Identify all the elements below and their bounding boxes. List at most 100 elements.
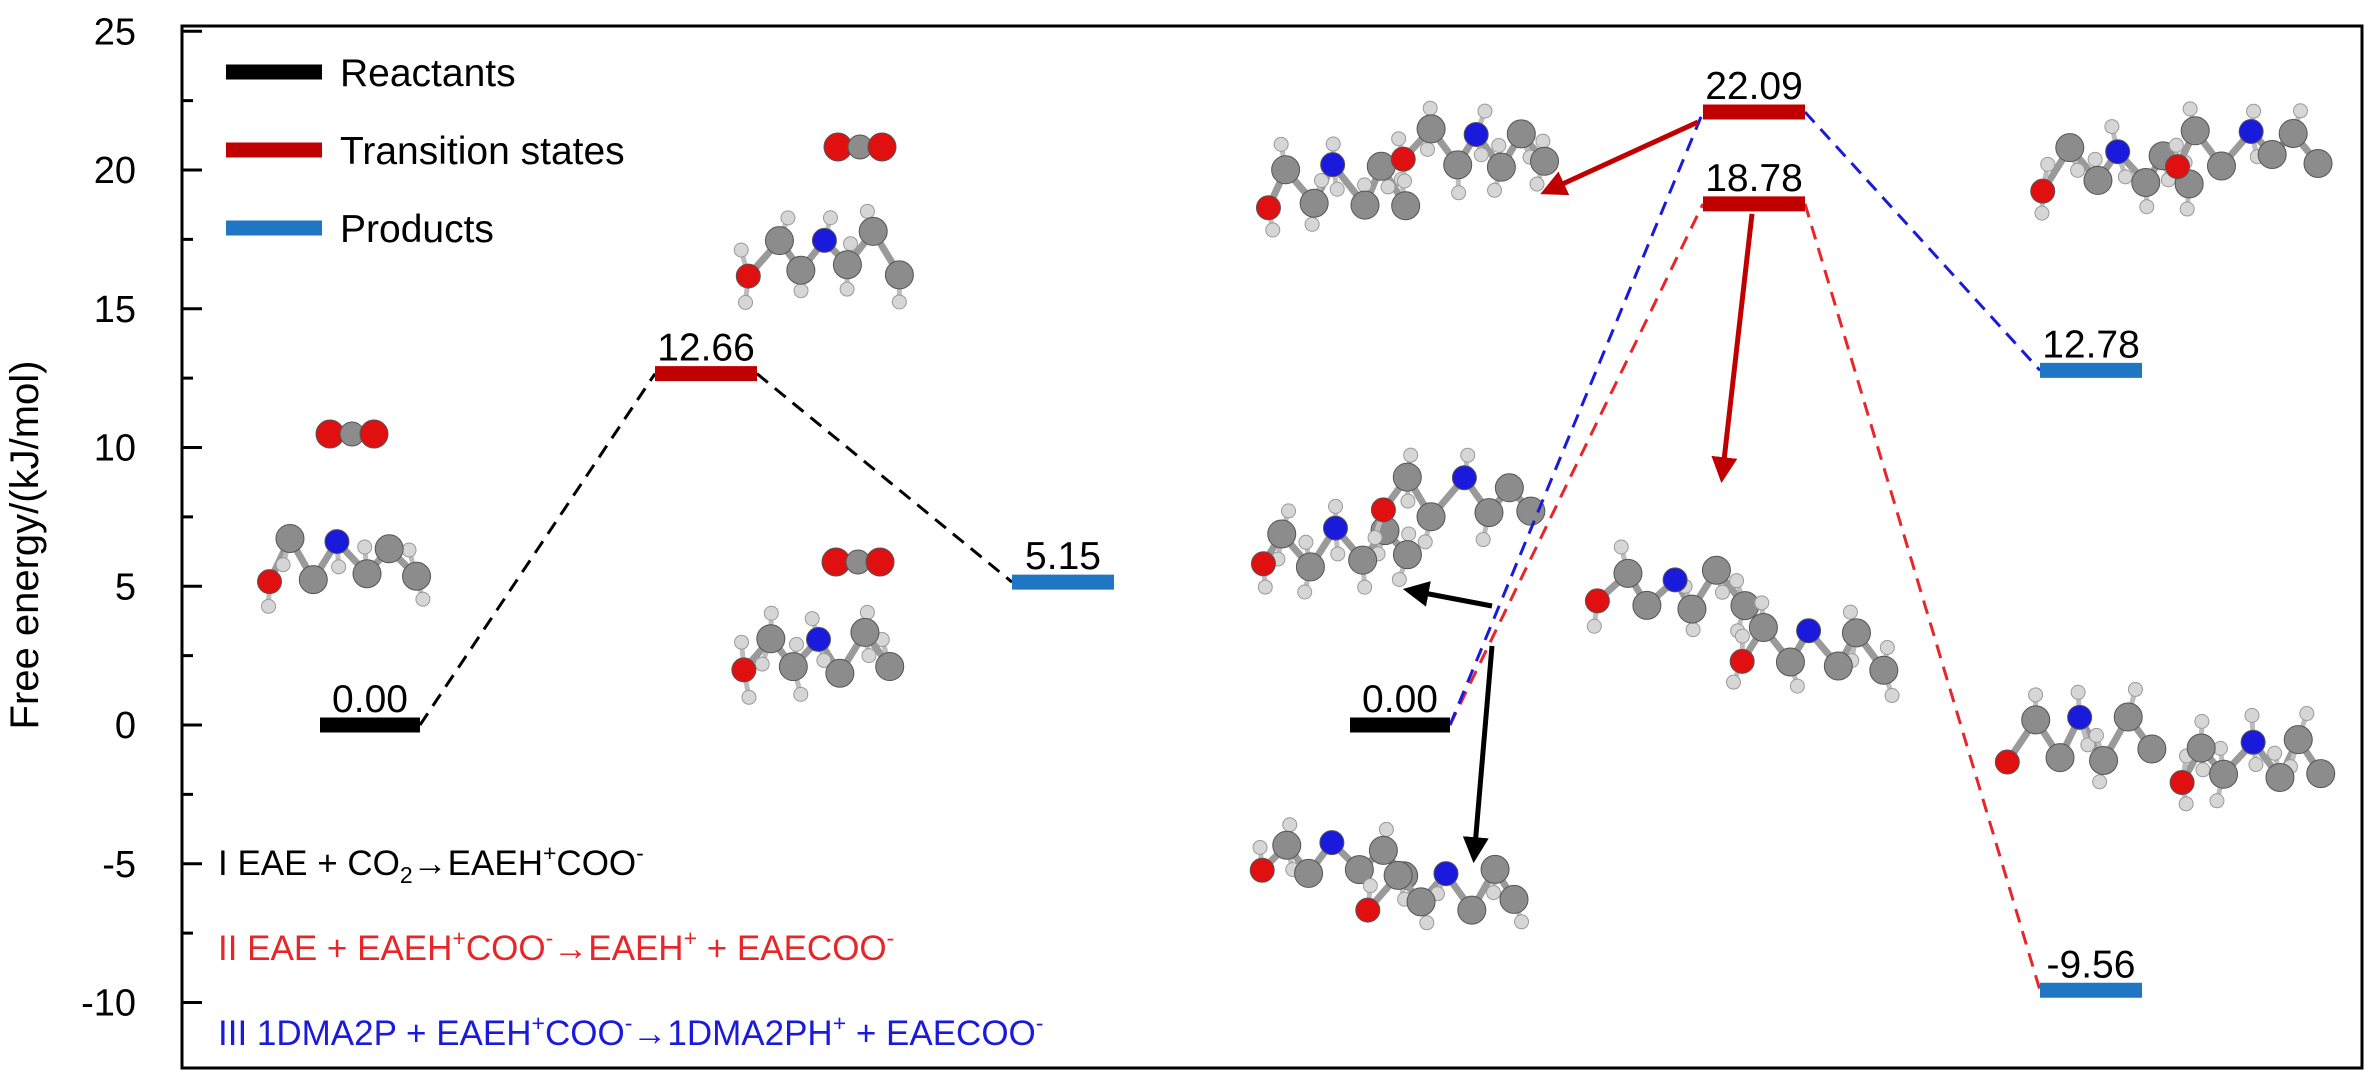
equation-text: →EAEH	[413, 844, 543, 883]
hydrogen-atom	[358, 540, 372, 554]
hydrogen-atom	[1421, 142, 1435, 156]
reaction-equation-III: III 1DMA2P + EAEH+​COO-​→1DMA2PH+​ + EAE…	[218, 1010, 1043, 1053]
product2-molecule-right	[2170, 707, 2335, 811]
hydrogen-atom	[1404, 448, 1418, 462]
atom	[787, 256, 815, 284]
equation-text: COO	[545, 1014, 625, 1053]
hydrogen-atom	[789, 637, 803, 651]
atom	[2307, 760, 2335, 788]
atom	[1384, 861, 1412, 889]
hydrogen-atom	[734, 243, 748, 257]
equation-text: I EAE + CO	[218, 844, 400, 883]
hydrogen-atom	[1358, 580, 1372, 594]
atom	[2258, 140, 2286, 168]
hydrogen-atom	[1885, 689, 1899, 703]
atom	[757, 625, 785, 653]
hydrogen-atom	[2140, 200, 2154, 214]
atom	[2068, 705, 2092, 729]
hydrogen-atom	[1726, 675, 1740, 689]
atom	[1268, 520, 1296, 548]
hydrogen-atom	[860, 605, 874, 619]
y-tick-label: 20	[94, 150, 136, 192]
hydrogen-atom	[1488, 183, 1502, 197]
hydrogen-atom	[892, 295, 906, 309]
hydrogen-atom	[794, 687, 808, 701]
hydrogen-atom	[2089, 728, 2103, 742]
hydrogen-atom	[2196, 763, 2210, 777]
atom	[2031, 179, 2055, 203]
eae-molecule	[257, 524, 430, 613]
atom	[1371, 498, 1395, 522]
hydrogen-atom	[794, 284, 808, 298]
atom	[2106, 140, 2130, 164]
hydrogen-atom	[2088, 152, 2102, 166]
hydrogen-atom	[1587, 619, 1601, 633]
atom	[1702, 556, 1730, 584]
atom	[1251, 552, 1275, 576]
y-tick-label: 10	[94, 428, 136, 470]
hydrogen-atom	[1368, 531, 1382, 545]
atom	[1417, 503, 1445, 531]
atom	[736, 264, 760, 288]
hydrogen-atom	[1282, 504, 1296, 518]
atom	[375, 535, 403, 563]
atom	[1351, 191, 1379, 219]
atom	[2181, 117, 2209, 145]
y-tick-label: 0	[115, 705, 136, 747]
atom	[1296, 553, 1324, 581]
atom	[1731, 592, 1759, 620]
y-axis-label: Free energy/(kJ/mol)	[3, 361, 47, 730]
hydrogen-atom	[1398, 174, 1412, 188]
atom	[1517, 497, 1545, 525]
superscript: -	[546, 925, 554, 951]
atom	[1392, 192, 1420, 220]
hydrogen-atom	[2169, 138, 2183, 152]
hydrogen-atom	[402, 543, 416, 557]
atom	[2266, 763, 2294, 791]
path-line-III	[1805, 112, 2040, 370]
atom	[1464, 123, 1488, 147]
superscript: +	[452, 925, 465, 951]
level-value-label: 22.09	[1705, 65, 1803, 108]
atom	[2138, 735, 2166, 763]
atom	[2056, 134, 2084, 162]
superscript: +	[684, 925, 697, 951]
hydrogen-atom	[1614, 540, 1628, 554]
hydrogen-atom	[1379, 822, 1393, 836]
equation-text: + EAECOO	[846, 1014, 1036, 1053]
reactant2-structure-arrow	[1408, 590, 1492, 606]
hydrogen-atom	[2180, 202, 2194, 216]
hydrogen-atom	[1515, 915, 1529, 929]
level-value-label: 12.66	[657, 327, 755, 370]
atom	[1356, 898, 1380, 922]
atom	[2166, 155, 2190, 179]
atom	[353, 560, 381, 588]
legend-entry-label: Reactants	[340, 52, 516, 95]
atom	[1475, 499, 1503, 527]
hydrogen-atom	[1299, 535, 1313, 549]
hydrogen-atom	[1755, 596, 1769, 610]
co2-molecule	[822, 548, 894, 576]
atom	[299, 566, 327, 594]
hydrogen-atom	[1530, 177, 1544, 191]
hydrogen-atom	[1298, 585, 1312, 599]
level-value-label: 0.00	[332, 678, 408, 721]
atom	[1824, 652, 1852, 680]
hydrogen-atom	[844, 237, 858, 251]
hydrogen-atom	[1331, 547, 1345, 561]
atom	[2084, 166, 2112, 194]
atom	[1585, 589, 1609, 613]
co2-molecule	[316, 420, 388, 448]
atom	[257, 570, 281, 594]
hydrogen-atom	[2210, 794, 2224, 808]
atom	[1434, 862, 1458, 886]
atom	[1391, 147, 1415, 171]
superscript: -	[625, 1010, 633, 1036]
atom	[1369, 836, 1397, 864]
equation-text: + EAECOO	[697, 929, 887, 968]
hydrogen-atom	[1363, 879, 1377, 893]
atom	[1531, 147, 1559, 175]
hydrogen-atom	[1423, 101, 1437, 115]
